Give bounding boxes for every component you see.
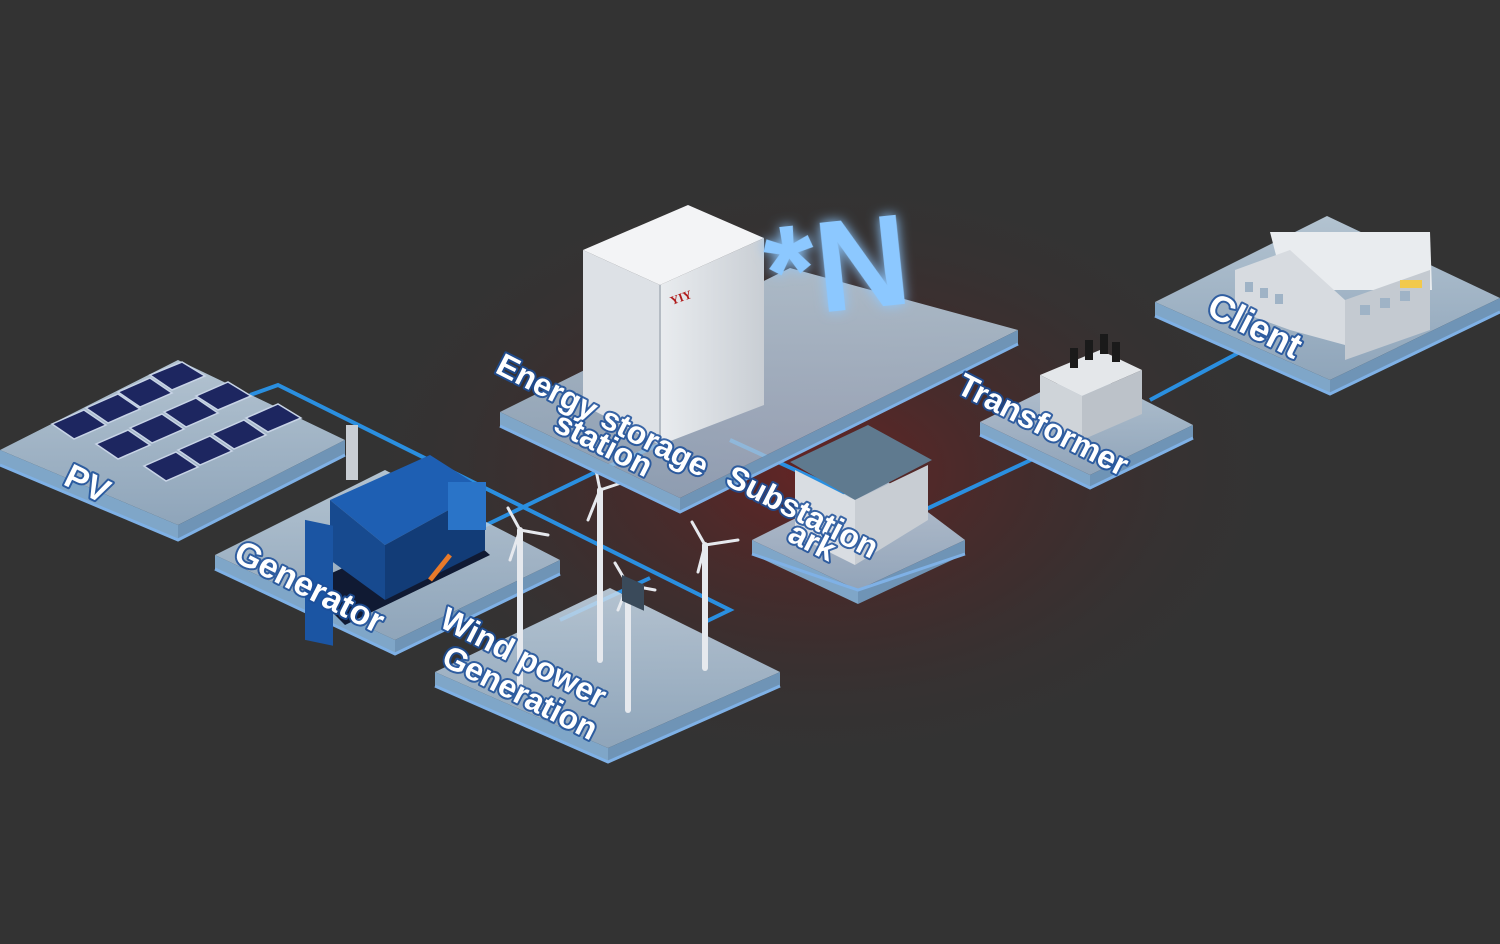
storage-platform-edge <box>499 342 1019 514</box>
storage-cabinet-left <box>583 250 660 445</box>
transformer-front <box>1082 370 1142 440</box>
substation-platform-edge <box>751 552 966 592</box>
storage-cabinet-top <box>583 205 764 285</box>
client-platform-side-right <box>1330 298 1500 394</box>
generator-exhaust-pipe <box>346 425 358 480</box>
transformer-platform-side-left <box>980 422 1090 488</box>
client-building-accent <box>1400 280 1422 288</box>
solar-panel <box>176 435 234 466</box>
solar-panel <box>142 451 200 482</box>
client-building <box>1235 232 1432 360</box>
solar-panel <box>244 403 303 433</box>
pv-platform-side-right <box>178 440 345 540</box>
solar-panel <box>50 409 108 440</box>
generator-platform-edge <box>214 567 561 656</box>
transformer-platform-edge <box>979 433 1194 490</box>
transformer-unit <box>1040 334 1142 440</box>
generator-alternator <box>448 482 486 530</box>
solar-panels <box>50 361 303 482</box>
generator-engine-side <box>330 500 385 600</box>
transformer-bushings <box>1070 334 1120 368</box>
solar-panel <box>194 381 253 411</box>
solar-panel <box>210 419 268 450</box>
pv-platform-edge <box>0 453 346 542</box>
solar-panel <box>148 361 207 391</box>
solar-panel <box>116 377 174 408</box>
substation-roof <box>790 425 932 500</box>
solar-panel <box>162 397 220 428</box>
storage-multiplier: *N <box>758 186 917 346</box>
substation-building <box>790 425 932 565</box>
pv-platform-side-left <box>0 450 178 540</box>
solar-panel <box>84 393 142 424</box>
wind-platform <box>435 588 780 748</box>
transformer-platform-side-right <box>1090 425 1193 488</box>
pv-node: PV PV <box>0 360 346 542</box>
storage-cabinet-front <box>660 238 764 445</box>
connector-substation-transformer <box>919 456 1036 514</box>
client-platform-side-left <box>1155 302 1330 394</box>
wind-platform-edge <box>434 684 781 764</box>
generator-radiator <box>305 519 333 646</box>
wind-platform-side-left <box>435 672 608 762</box>
client-building-wing-left <box>1235 250 1345 345</box>
client-platform-edge <box>1154 310 1500 396</box>
client-building-windows <box>1245 282 1410 315</box>
substation-wall-right <box>855 465 928 565</box>
pv-platform <box>0 360 345 525</box>
generator-engine-top <box>330 455 485 545</box>
connector-transformer-client <box>1149 350 1241 402</box>
wind-platform-side-right <box>608 672 780 762</box>
wind-turbine <box>506 506 550 693</box>
substation-wall-left <box>795 470 855 565</box>
solar-panel <box>128 413 186 444</box>
storage-cabinet-screen <box>622 574 644 611</box>
storage-platform-side-right <box>680 330 1018 512</box>
storage-platform-side-left <box>500 412 680 512</box>
generator-engine <box>305 425 490 646</box>
solar-panel <box>94 429 152 460</box>
storage-node: YIY *N Energy storage Energy storage sta… <box>489 186 1019 611</box>
connector-pv-wind <box>249 382 735 624</box>
transformer-left <box>1040 375 1082 440</box>
storage-cabinet: YIY <box>583 205 764 611</box>
generator-cable <box>428 553 452 582</box>
wind-turbine <box>690 520 740 671</box>
